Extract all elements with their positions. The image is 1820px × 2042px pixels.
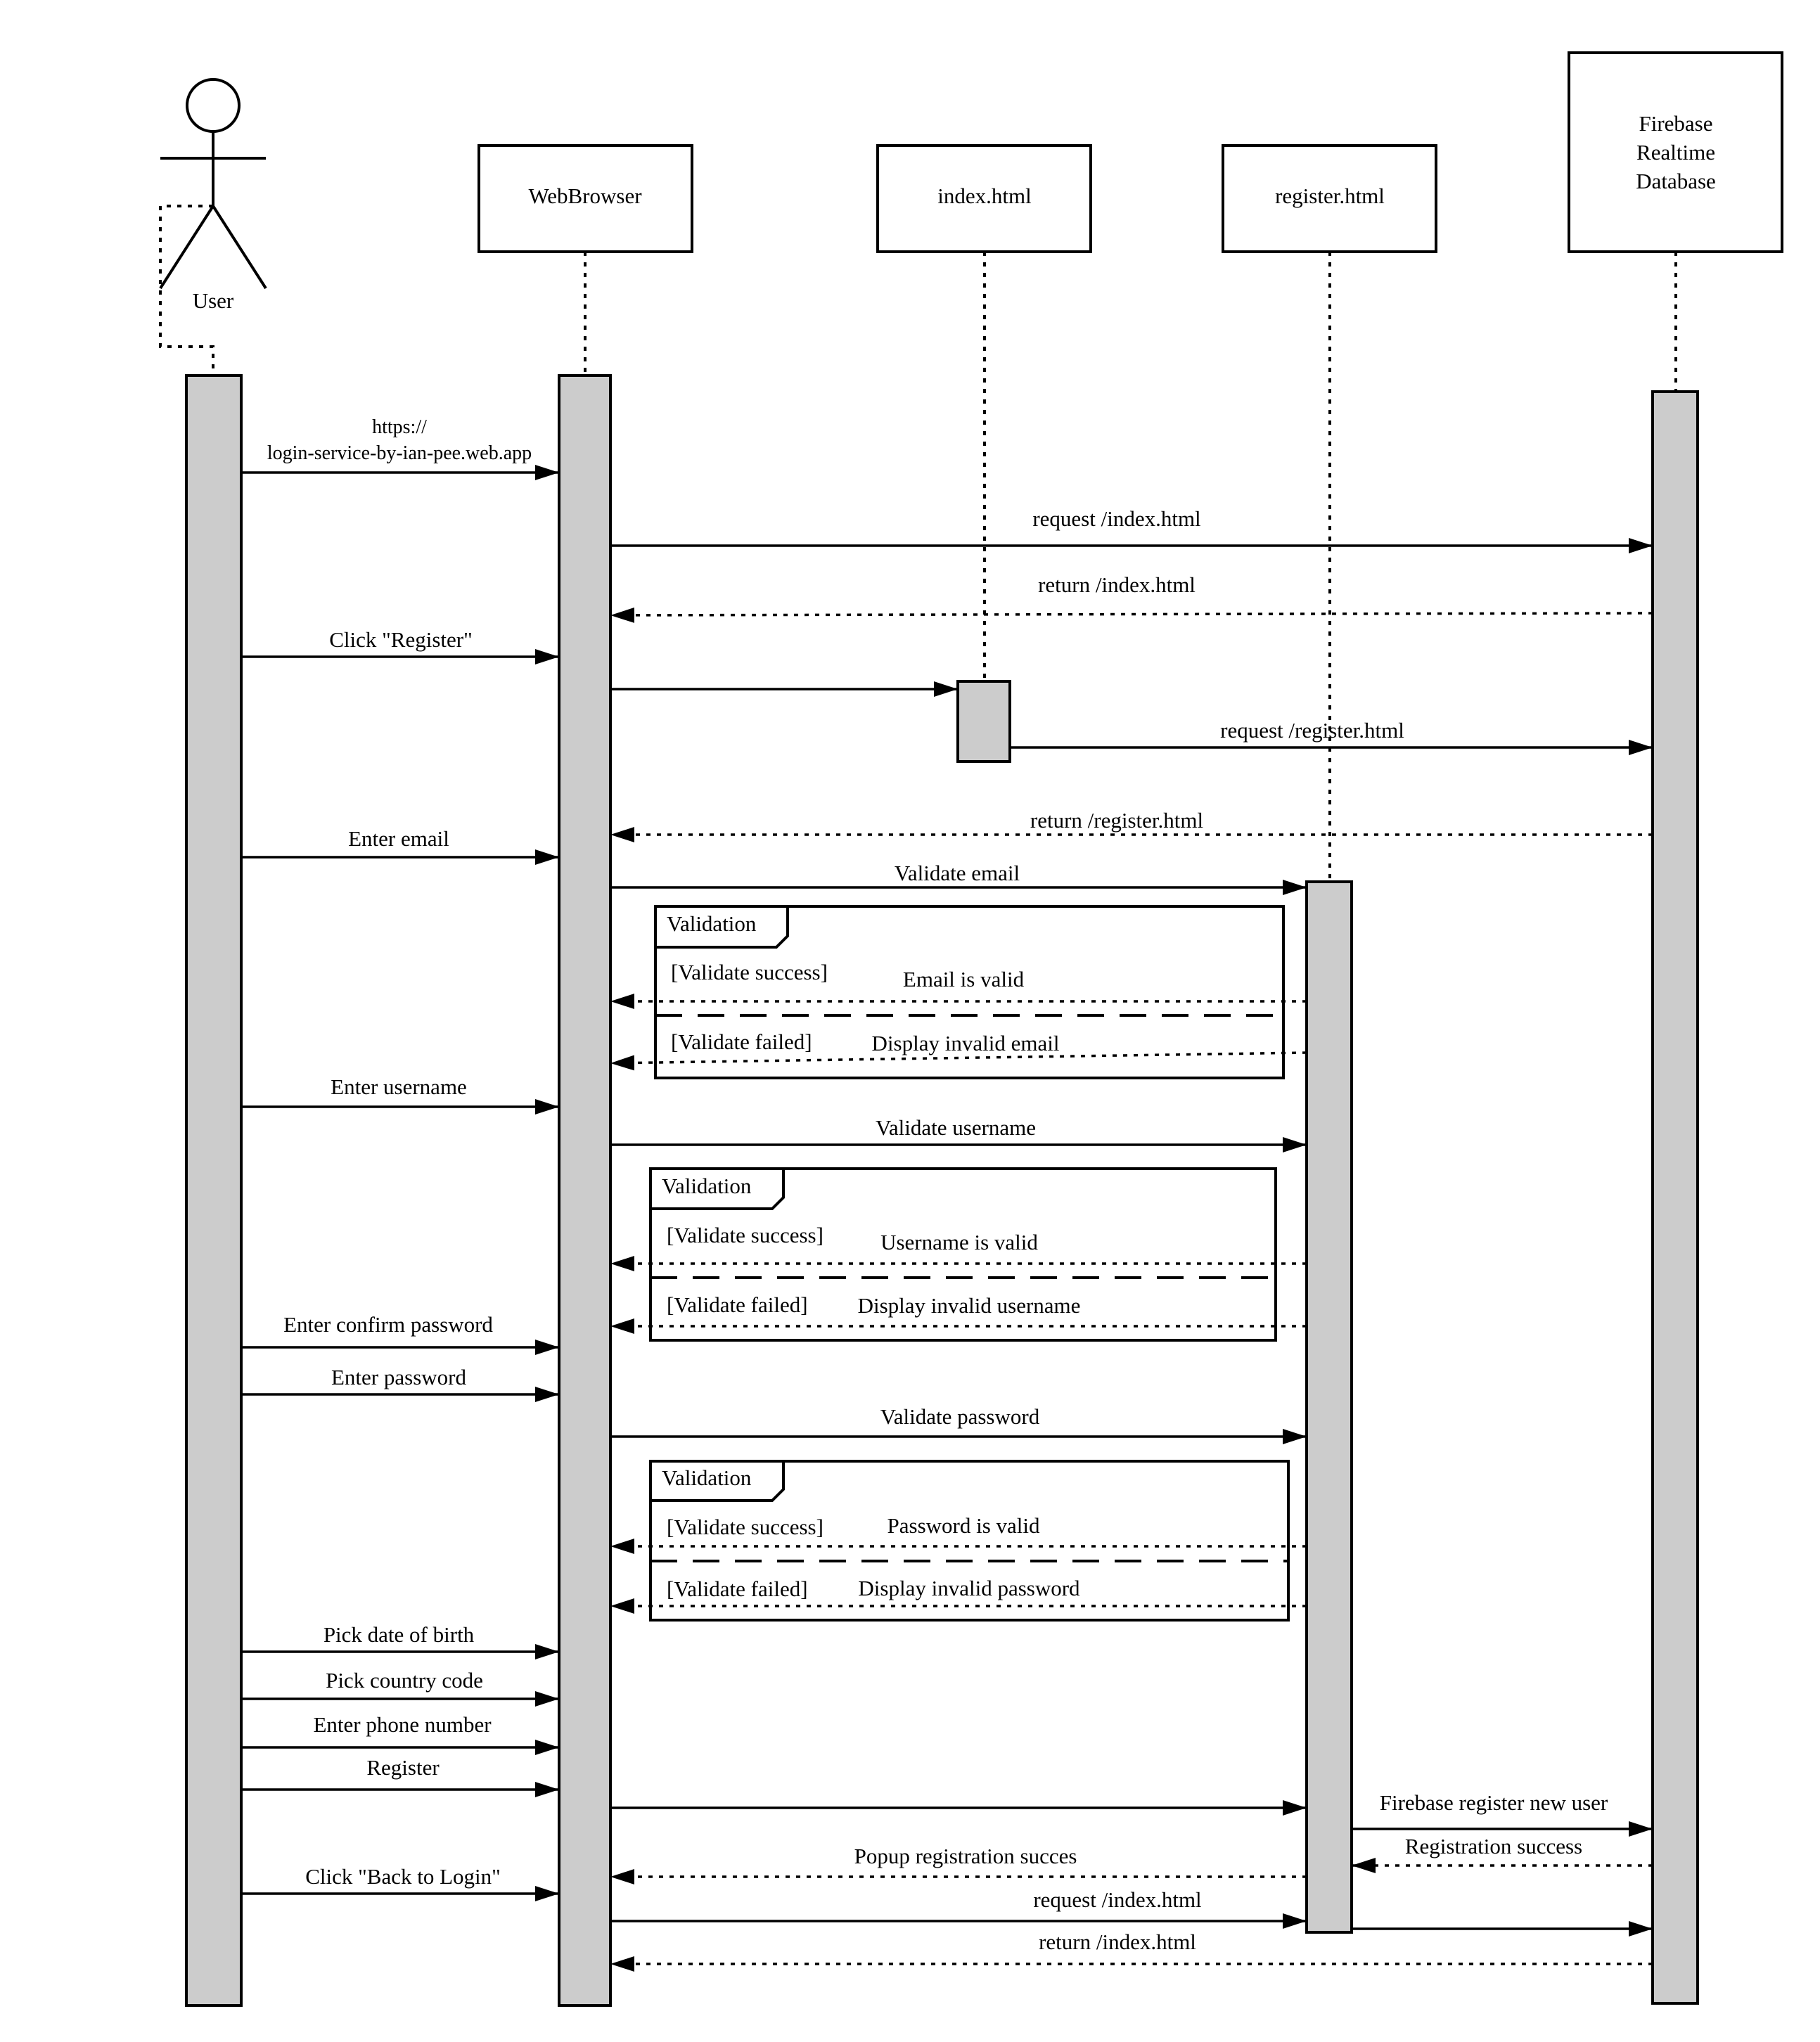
message-label: Email is valid [903, 967, 1025, 991]
message-enter-username: Enter username [241, 1074, 559, 1115]
message-label: return /index.html [1038, 572, 1196, 597]
actor-left-leg [159, 205, 214, 290]
message-enter-phone: Enter phone number [241, 1712, 559, 1755]
message-return-index-2: return /index.html [610, 1929, 1653, 1972]
return-arrow [610, 1051, 1307, 1071]
message-request-index: request /index.html [610, 506, 1653, 553]
fragment-guard: [Validate success] [671, 960, 828, 984]
webbrowser-box [478, 144, 693, 253]
message-click-register: Click "Register" [241, 627, 559, 664]
message-label: Click "Back to Login" [305, 1864, 501, 1889]
message-firebase-register: Firebase register new user [1352, 1790, 1653, 1837]
message-label: Firebase register new user [1380, 1790, 1608, 1815]
firebase-label-line2: Realtime [1636, 140, 1715, 165]
message-label: Validate email [895, 861, 1020, 885]
fragment-guard: [Validate success] [667, 1223, 824, 1247]
firebase-participant: Firebase Realtime Database [1568, 51, 1783, 253]
fragment-guard: [Validate failed] [667, 1292, 808, 1317]
message-open-url: https:// login-service-by-ian-pee.web.ap… [241, 416, 559, 480]
validation-fragment-email: Validation [Validate success] Email is v… [610, 905, 1307, 1079]
fragment-guard: [Validate failed] [671, 1029, 812, 1054]
user-label: User [193, 288, 234, 313]
message-label: Enter confirm password [283, 1312, 493, 1337]
message-register: Register [241, 1755, 559, 1797]
message-enter-email: Enter email [241, 826, 559, 865]
message-click-back-to-login: Click "Back to Login" [241, 1864, 559, 1901]
message-label: Password is valid [887, 1513, 1041, 1538]
fragment-guard: [Validate failed] [667, 1577, 808, 1601]
return-arrow [610, 607, 1653, 623]
message-request-register: request /register.html [1010, 718, 1653, 755]
fragment-tab [651, 1461, 785, 1502]
message-label: Enter phone number [313, 1712, 492, 1737]
message-label: Registration success [1405, 1834, 1582, 1858]
user-actor: User [159, 78, 267, 313]
actor-head [186, 78, 241, 133]
fragment-frame [649, 1167, 1277, 1342]
message-label: Popup registration succes [854, 1844, 1077, 1868]
webbrowser-participant: WebBrowser [478, 144, 693, 253]
message-label: request /register.html [1220, 718, 1404, 743]
fragment-frame [649, 1460, 1290, 1622]
register-activation [1305, 880, 1353, 1934]
message-pick-dob: Pick date of birth [241, 1622, 559, 1659]
firebase-label-line3: Database [1636, 169, 1716, 193]
fragment-title: Validation [662, 1465, 752, 1490]
message-label: Display invalid password [858, 1576, 1080, 1600]
fragment-guard: [Validate success] [667, 1515, 824, 1539]
message-label: Display invalid email [872, 1031, 1060, 1055]
message-label: Enter password [331, 1365, 466, 1389]
message-label: return /register.html [1030, 808, 1203, 833]
message-label: Display invalid username [858, 1293, 1081, 1318]
message-label: return /index.html [1039, 1929, 1196, 1954]
message-validate-username: Validate username [610, 1115, 1307, 1152]
fragment-title: Validation [662, 1174, 752, 1198]
message-label: Pick country code [326, 1668, 483, 1693]
fragment-tab [655, 906, 789, 949]
message-label: https:// [372, 416, 427, 438]
message-return-register: return /register.html [610, 808, 1653, 842]
index-participant: index.html [876, 144, 1092, 253]
message-validate-email: Validate email [610, 861, 1307, 895]
user-activation [185, 374, 243, 2007]
message-label: request /index.html [1032, 506, 1200, 531]
validation-fragment-password: Validation [Validate success] Password i… [610, 1460, 1307, 1622]
firebase-label-line1: Firebase [1639, 111, 1712, 136]
message-label: Username is valid [880, 1230, 1038, 1254]
message-label: request /index.html [1033, 1887, 1201, 1912]
message-label: Enter username [331, 1074, 467, 1099]
message-label: Validate username [876, 1115, 1036, 1140]
fragment-frame [654, 905, 1285, 1079]
webbrowser-label: WebBrowser [528, 184, 642, 208]
firebase-activation [1651, 390, 1699, 2005]
index-activation [956, 680, 1011, 763]
message-label: Pick date of birth [323, 1622, 475, 1647]
user-lifeline [159, 205, 214, 375]
message-registration-success: Registration success [1352, 1834, 1653, 1873]
validation-fragment-username: Validation [Validate success] Username i… [610, 1167, 1307, 1342]
register-label: register.html [1275, 184, 1385, 208]
message-validate-password: Validate password [610, 1404, 1307, 1444]
message-enter-confirm-password: Enter confirm password [241, 1312, 559, 1355]
message-pick-country: Pick country code [241, 1668, 559, 1707]
register-box [1222, 144, 1437, 253]
fragment-title: Validation [667, 911, 757, 936]
message-label: Enter email [348, 826, 449, 851]
message-label: Validate password [880, 1404, 1040, 1429]
message-label: Click "Register" [329, 627, 473, 652]
message-enter-password: Enter password [241, 1365, 559, 1402]
fragment-tab [651, 1169, 785, 1210]
index-label: index.html [937, 184, 1031, 208]
message-return-index: return /index.html [610, 572, 1653, 623]
message-popup-success: Popup registration succes [610, 1844, 1307, 1884]
actor-right-leg [212, 205, 267, 290]
index-box [876, 144, 1092, 253]
message-request-index-2: request /index.html [610, 1887, 1653, 1937]
register-participant: register.html [1222, 144, 1437, 253]
webbrowser-activation [558, 374, 612, 2007]
message-label: login-service-by-ian-pee.web.app [267, 442, 532, 464]
message-label: Register [366, 1755, 440, 1780]
